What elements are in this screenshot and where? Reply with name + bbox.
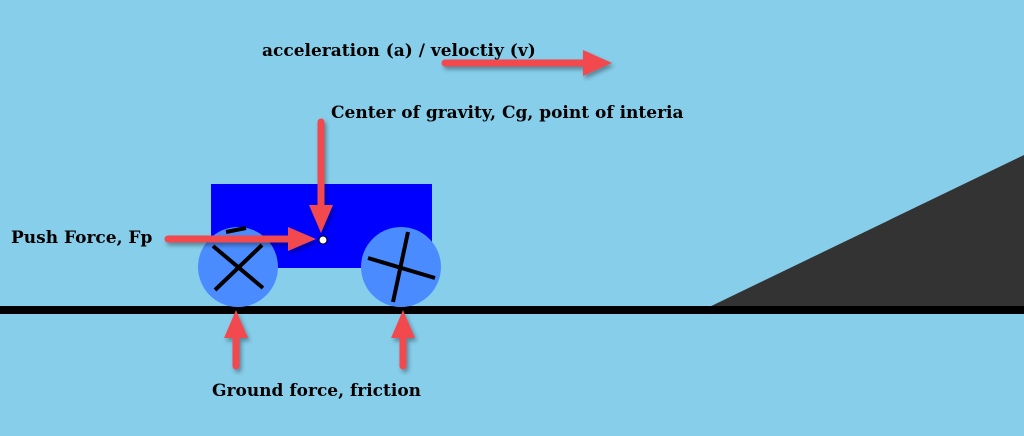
motion-label: acceleration (a) / veloctiy (v) [262,41,536,61]
front-wheel [361,227,441,307]
ground-force-label: Ground force, friction [212,381,421,401]
center-of-gravity-arrow [309,118,333,233]
push-force-label: Push Force, Fp [11,228,153,248]
ground-line [0,306,1024,314]
ramp [703,155,1024,312]
rear-wheel [198,226,278,307]
velocity-arrow [441,50,612,76]
ground-force-arrow-rear [224,310,248,370]
ground-force-arrow-front [391,310,415,370]
push-force-arrow [164,227,316,251]
center-of-gravity-label: Center of gravity, Cg, point of interia [331,103,684,123]
center-of-gravity-dot [318,235,328,245]
